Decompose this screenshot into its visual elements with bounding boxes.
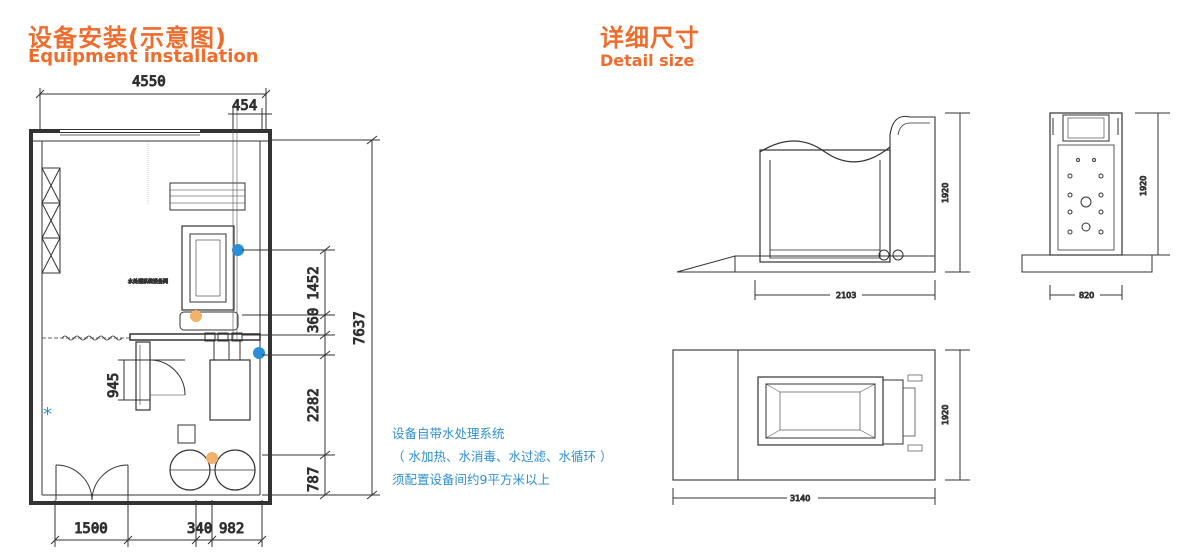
dim-label-7637: 7637: [352, 311, 368, 345]
orange-marker-2: [206, 452, 218, 464]
bathtub-plan: [179, 225, 239, 331]
blue-marker-1: [232, 244, 244, 256]
front-height-label: 1920: [1139, 176, 1148, 196]
front-view: [1021, 112, 1170, 300]
dim-945: [118, 359, 150, 401]
top-height-label: 1920: [941, 405, 950, 425]
pipe-connectors: [204, 332, 243, 360]
dim-label-787: 787: [306, 467, 322, 492]
dim-454: [228, 108, 272, 130]
dim-label-1500: 1500: [74, 521, 108, 537]
small-box: [177, 424, 196, 444]
orange-marker-1: [190, 310, 202, 322]
blue-marker-2: [253, 347, 265, 359]
entry-door: [55, 464, 129, 501]
front-width-label: 820: [1079, 291, 1094, 300]
dim-7637: [270, 135, 380, 500]
inner-door: [149, 359, 186, 396]
asterisk-marker: *: [43, 404, 52, 425]
dim-label-360: 360: [306, 308, 322, 333]
dim-label-2282: 2282: [306, 388, 322, 422]
top-width-label: 3140: [790, 494, 810, 503]
dim-label-945: 945: [106, 373, 122, 398]
side-width-label: 2103: [836, 291, 856, 300]
side-height-label: 1920: [941, 183, 950, 203]
install-title-en: Equipment installation: [28, 46, 259, 67]
equipment-room-label: 水处理系统设备间: [128, 278, 168, 285]
dim-label-1452: 1452: [306, 266, 322, 300]
dim-label-982: 982: [219, 521, 244, 537]
equipment-rack: [169, 182, 246, 211]
detail-title-cn: 详细尺寸: [600, 24, 700, 52]
dim-label-454: 454: [232, 98, 257, 114]
bottom-dim-chain: [50, 500, 267, 547]
dim-4550: [35, 88, 271, 130]
side-view: [676, 112, 970, 300]
note-line-3: 须配置设备间约9平方米以上: [392, 472, 550, 487]
water-tank: [209, 359, 251, 421]
outer-wall: [29, 129, 272, 505]
detail-title-en: Detail size: [600, 51, 695, 70]
wardrobe: [41, 167, 61, 274]
dim-label-340: 340: [187, 521, 212, 537]
note-line-1: 设备自带水处理系统: [392, 426, 505, 441]
note-line-2: （ 水加热、水消毒、水过滤、水循环 ）: [392, 449, 613, 464]
floor-plan: 水处理系统设备间: [29, 74, 380, 547]
install-title-cn: 设备安装(示意图): [28, 24, 227, 52]
top-view: [672, 349, 970, 505]
dim-label-4550: 4550: [132, 74, 166, 90]
